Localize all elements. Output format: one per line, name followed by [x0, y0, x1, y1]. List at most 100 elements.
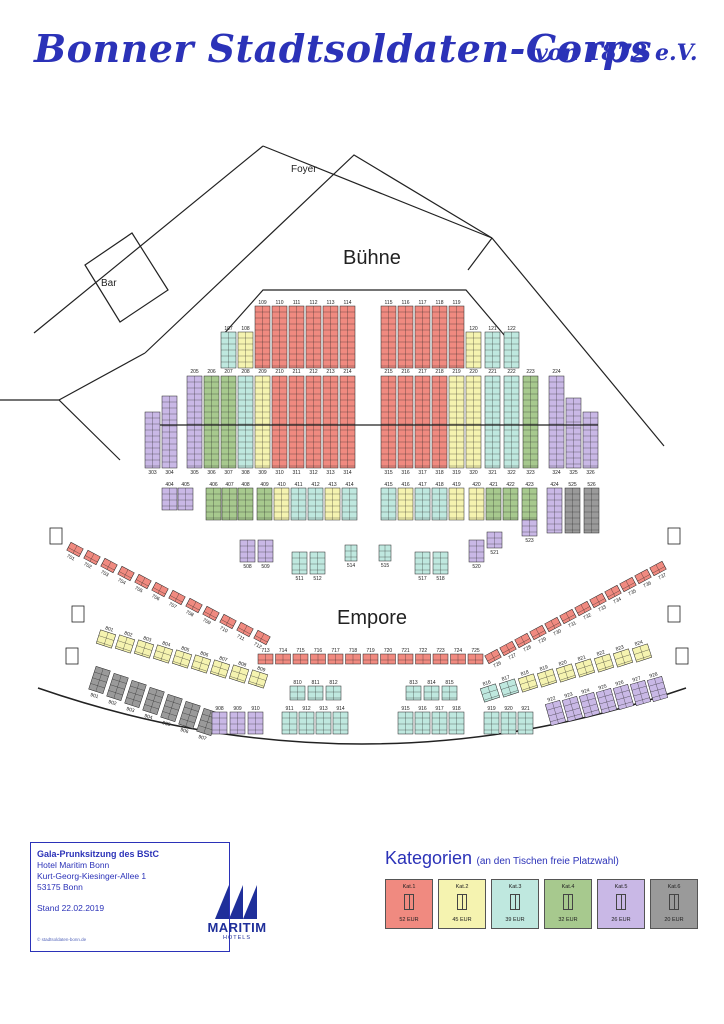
table-number: 824: [634, 639, 644, 647]
table-number: 113: [327, 300, 335, 306]
table-number: 823: [615, 644, 625, 652]
table-735: 735: [619, 576, 638, 597]
table-112: 112: [305, 300, 322, 369]
table-111: 111: [288, 300, 305, 369]
table-412: 412: [307, 482, 324, 521]
table-number: 521: [490, 550, 499, 556]
table-number: 220: [469, 369, 478, 375]
table-720: 720: [380, 648, 396, 665]
stage-edge: [221, 289, 506, 337]
logo-sub: HOTELS: [222, 935, 251, 941]
table-number: 414: [345, 482, 354, 488]
table-323: 323: [522, 375, 539, 476]
table-number: 215: [384, 369, 393, 375]
table-icon: [669, 894, 679, 910]
table-number: 316: [401, 470, 410, 476]
table-736: 736: [634, 568, 653, 589]
table-120: 120: [465, 326, 482, 369]
table-number: 306: [207, 470, 216, 476]
table-305: 305: [186, 375, 203, 476]
table-number: 734: [612, 596, 622, 605]
table-number: 925: [598, 683, 608, 691]
table-422: 422: [502, 482, 519, 521]
table-number: 224: [552, 369, 561, 375]
table-805: 805: [171, 645, 193, 669]
table-820: 820: [555, 659, 577, 683]
table-number: 808: [237, 660, 247, 668]
table-730: 730: [544, 616, 563, 637]
table-801: 801: [95, 625, 117, 649]
table-number: 920: [504, 706, 513, 712]
table-816: 816: [479, 679, 501, 703]
exit-stair-icon: [667, 605, 681, 623]
table-number: 722: [419, 648, 428, 654]
table-310: 310: [271, 375, 288, 476]
page-header: Bonner Stadtsoldaten-Corps von 1872 e.V.: [0, 26, 724, 86]
table-number: 732: [582, 612, 592, 621]
table-404: 404: [161, 482, 178, 511]
table-icon: [404, 894, 414, 910]
table-number: 704: [116, 577, 126, 586]
table-706: 706: [150, 581, 169, 603]
table-326: 326: [582, 411, 599, 476]
table-311: 311: [288, 375, 305, 476]
wall-right: [491, 237, 665, 447]
table-number: 116: [402, 300, 410, 306]
table-number: 724: [454, 648, 463, 654]
categories-note: (an den Tischen freie Platzwahl): [476, 856, 619, 867]
table-number: 821: [577, 654, 587, 662]
legend-price: 52 EUR: [399, 917, 419, 923]
table-709: 709: [201, 605, 220, 627]
table-number: 512: [313, 576, 322, 582]
legend-price: 45 EUR: [452, 917, 472, 923]
table-number: 720: [384, 648, 393, 654]
bar-area: [84, 232, 169, 323]
table-number: 805: [180, 645, 190, 653]
table-number: 525: [568, 482, 577, 488]
table-415: 415: [380, 482, 397, 521]
table-number: 707: [167, 601, 177, 610]
table-731: 731: [559, 608, 578, 629]
legend-price: 20 EUR: [664, 917, 684, 923]
table-303: 303: [144, 411, 161, 476]
table-320: 320: [465, 375, 482, 476]
table-number: 515: [381, 563, 390, 569]
venue-name: Hotel Maritim Bonn: [37, 860, 110, 870]
table-808: 808: [228, 660, 250, 684]
table-420: 420: [468, 482, 485, 521]
table-409: 409: [256, 482, 273, 521]
table-521: 521: [486, 531, 503, 556]
table-116: 116: [397, 300, 414, 369]
table-number: 309: [258, 470, 267, 476]
table-729: 729: [529, 624, 548, 645]
legend-price: 39 EUR: [505, 917, 525, 923]
table-804: 804: [152, 640, 174, 664]
table-715: 715: [292, 648, 309, 665]
table-314: 314: [339, 375, 356, 476]
table-number: 417: [418, 482, 427, 488]
table-number: 719: [366, 648, 375, 654]
wall-left-lower: [58, 352, 146, 401]
table-906: 906: [178, 700, 201, 735]
table-421: 421: [485, 482, 502, 521]
table-number: 508: [243, 564, 252, 570]
table-number: 816: [482, 679, 492, 687]
table-717: 717: [327, 648, 344, 665]
table-517: 517: [414, 551, 431, 582]
venue-street: Kurt-Georg-Kiesinger-Allee 1: [37, 871, 147, 881]
table-number: 917: [435, 706, 444, 712]
table-728: 728: [514, 632, 533, 653]
table-number: 219: [452, 369, 461, 375]
table-number: 324: [552, 470, 561, 476]
legend-kat3: Kat.3 39 EUR: [491, 879, 539, 929]
table-115: 115: [380, 300, 397, 369]
table-509: 509: [257, 539, 274, 570]
table-901: 901: [88, 665, 111, 700]
table-number: 122: [507, 326, 516, 332]
table-number: 323: [526, 470, 535, 476]
maritim-logo-icon: [215, 885, 257, 919]
table-number: 408: [241, 482, 250, 488]
table-number: 419: [452, 482, 461, 488]
table-523: 523: [521, 519, 538, 544]
table-number: 716: [314, 648, 323, 654]
